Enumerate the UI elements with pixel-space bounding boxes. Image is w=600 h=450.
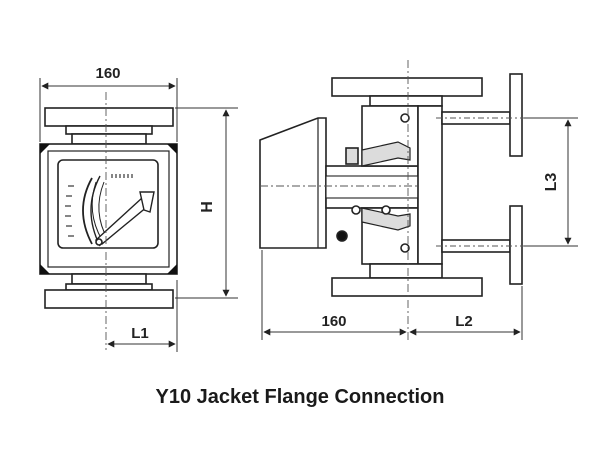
corner-mark-br	[167, 264, 177, 274]
mid-screw-left	[351, 205, 361, 215]
corner-mark-bl	[40, 264, 50, 274]
pointer-tip	[139, 191, 155, 213]
scale-ticks	[65, 174, 133, 237]
head-connector-inner	[325, 175, 419, 199]
upper-screw	[400, 113, 410, 123]
mid-screw-right	[381, 205, 391, 215]
corner-mark-tl	[40, 144, 50, 154]
l1-label: L1	[131, 325, 149, 342]
jacket-flange-upper	[509, 73, 523, 157]
lower-screw	[400, 243, 410, 253]
jacket-flange-lower	[509, 205, 523, 285]
front-dimensions	[39, 78, 238, 352]
indicator-head	[259, 117, 327, 249]
lower-clamp	[361, 207, 411, 231]
front-top-neck-lower	[71, 133, 147, 145]
front-bottom-flange	[44, 289, 174, 309]
front-width-label: 160	[95, 65, 120, 82]
side-view	[259, 73, 523, 297]
drawing-caption: Y10 Jacket Flange Connection	[155, 386, 445, 408]
front-top-flange	[44, 107, 174, 127]
side-bottom-neck	[369, 263, 443, 279]
front-top-neck	[65, 125, 153, 135]
side-width-label: 160	[321, 313, 346, 330]
scale-arc	[82, 177, 93, 245]
side-tube	[417, 105, 443, 265]
side-top-neck	[369, 95, 443, 107]
l3-label: L3	[543, 173, 560, 192]
side-dimensions	[261, 117, 578, 340]
height-label: H	[199, 201, 216, 213]
pointer-hub	[95, 238, 103, 246]
dial-window	[57, 159, 159, 249]
side-top-flange	[331, 77, 483, 97]
corner-mark-tr	[167, 144, 177, 154]
l2-label: L2	[455, 313, 473, 330]
upper-clamp	[361, 141, 411, 167]
head-knob	[336, 230, 348, 242]
front-bottom-neck-upper	[71, 273, 147, 285]
front-view	[39, 107, 178, 309]
side-bottom-flange	[331, 277, 483, 297]
head-bolt	[345, 147, 359, 165]
front-bottom-neck	[65, 283, 153, 291]
